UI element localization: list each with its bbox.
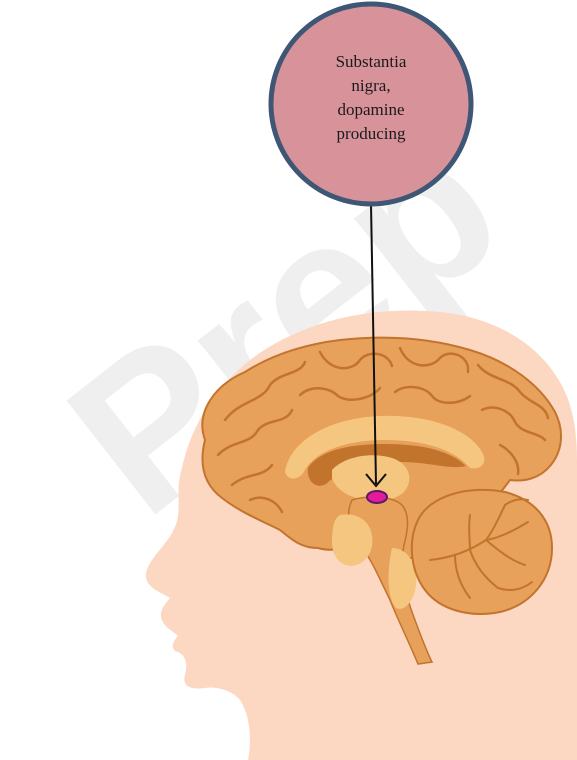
- callout-line-1: Substantia: [336, 52, 407, 71]
- callout-line-2: nigra,: [351, 76, 390, 95]
- callout-line-4: producing: [337, 124, 406, 143]
- callout-bubble: Substantia nigra, dopamine producing: [271, 4, 471, 204]
- substantia-nigra-marker-icon: [367, 491, 387, 503]
- callout-line-3: dopamine: [337, 100, 404, 119]
